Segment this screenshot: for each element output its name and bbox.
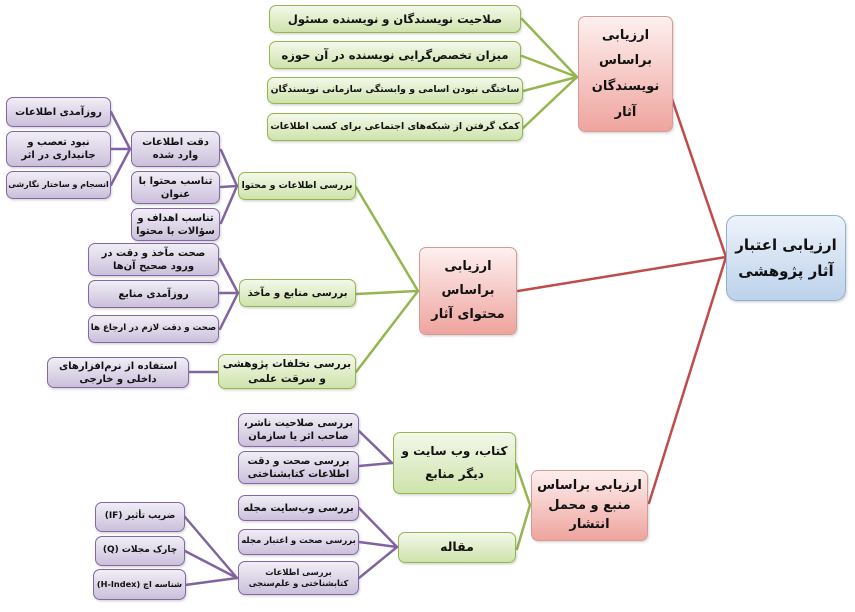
connector-books-publisher [357, 429, 394, 465]
node-journal-validity: بررسی صحت و اعتبار مجله [238, 529, 359, 555]
connector-info-goalsfit [219, 184, 239, 225]
node-real-names: ساختگی نبودن اسامی و وابستگی سازمانی نوی… [267, 77, 523, 104]
node-root: ارزیابی اعتبار آثار پژوهشی [726, 215, 846, 301]
connector-scientometrics-q [183, 549, 239, 580]
node-scientometrics: بررسی اطلاعات کتابشناختی و علم‌سنجی [238, 561, 359, 595]
node-content-branch: ارزیابی براساس محتوای آثار [419, 247, 517, 335]
connector-info-titlefit [219, 184, 239, 189]
node-accuracy-entered: دقت اطلاعات وارد شده [131, 131, 220, 167]
connector-content-misconduct [354, 289, 420, 374]
connector-authors-3 [521, 75, 579, 93]
connector-authors-4 [521, 75, 579, 130]
node-coherence: انسجام و ساختار نگارشی [6, 171, 111, 199]
connector-source-article [515, 503, 532, 551]
node-no-bias: نبود تعصب و جانبداری در اثر [6, 131, 111, 167]
connector-article-scientometrics [357, 545, 399, 580]
connector-accuracy-currency [109, 110, 132, 151]
node-source-branch: ارزیابی براساس منبع و محمل انتشار [531, 470, 648, 541]
node-title-fit: تناسب محتوا با عنوان [131, 171, 220, 204]
connector-authors-1 [520, 17, 579, 79]
node-authors-branch: ارزیابی براساس نویسندگان آثار [578, 16, 673, 132]
connector-info-accuracy [219, 148, 239, 188]
connector-authors-2 [520, 54, 579, 79]
connector-scientometrics-if [183, 515, 239, 580]
connector-article-site [357, 506, 399, 549]
node-h-index: شناسه اچ (H-Index) [93, 569, 186, 600]
connector-books-biblio [357, 461, 394, 468]
connector-content-refs [354, 289, 420, 296]
node-ref-accuracy: صحت مآخذ و دقت در ورود صحیح آن‌ها [88, 243, 219, 276]
node-references: بررسی منابع و مآخذ [239, 279, 356, 307]
connector-accuracy-coherence [109, 147, 132, 187]
node-citation-accuracy: صحت و دقت لازم در ارجاع ها [88, 315, 219, 343]
connector-root-authors [669, 94, 728, 259]
node-goals-fit: تناسب اهداف و سؤالات با محتوا [131, 208, 220, 241]
node-quartile: چارک مجلات (Q) [95, 536, 185, 566]
node-biblio-accuracy: بررسی صحت و دقت اطلاعات کتابشناختی [238, 451, 359, 484]
node-ref-currency: روزآمدی منابع [88, 280, 219, 308]
connector-root-source [647, 255, 728, 505]
node-publisher: بررسی صلاحیت ناشر، صاحب اثر یا سازمان [238, 413, 359, 447]
node-currency-info: روزآمدی اطلاعات [6, 97, 111, 127]
connector-refs-refaccuracy [218, 257, 240, 295]
connector-scientometrics-hindex [183, 576, 239, 587]
node-books-websites: کتاب، وب سایت و دیگر منابع [393, 432, 516, 494]
node-article: مقاله [398, 532, 516, 563]
connector-source-books [514, 462, 532, 507]
node-journal-site: بررسی وب‌سایت مجله [238, 495, 359, 521]
connector-refs-citation [218, 291, 240, 331]
connector-article-validity [357, 540, 399, 549]
node-info-content: بررسی اطلاعات و محتوا [238, 172, 356, 200]
connector-content-info [354, 185, 420, 293]
node-author-competence: صلاحیت نویسندگان و نویسنده مسئول [269, 5, 521, 33]
node-misconduct: بررسی تخلفات پژوهشی و سرقت علمی [218, 354, 356, 389]
node-social-networks: کمک گرفتن از شبکه‌های اجتماعی برای کسب ا… [267, 113, 523, 141]
node-specialization: میزان تخصص‌گرایی نویسنده در آن حوزه [269, 41, 521, 69]
connector-root-content [516, 255, 728, 293]
node-software: استفاده از نرم‌افزارهای داخلی و خارجی [47, 357, 189, 388]
node-impact-factor: ضریب تأثیر (IF) [95, 502, 185, 532]
